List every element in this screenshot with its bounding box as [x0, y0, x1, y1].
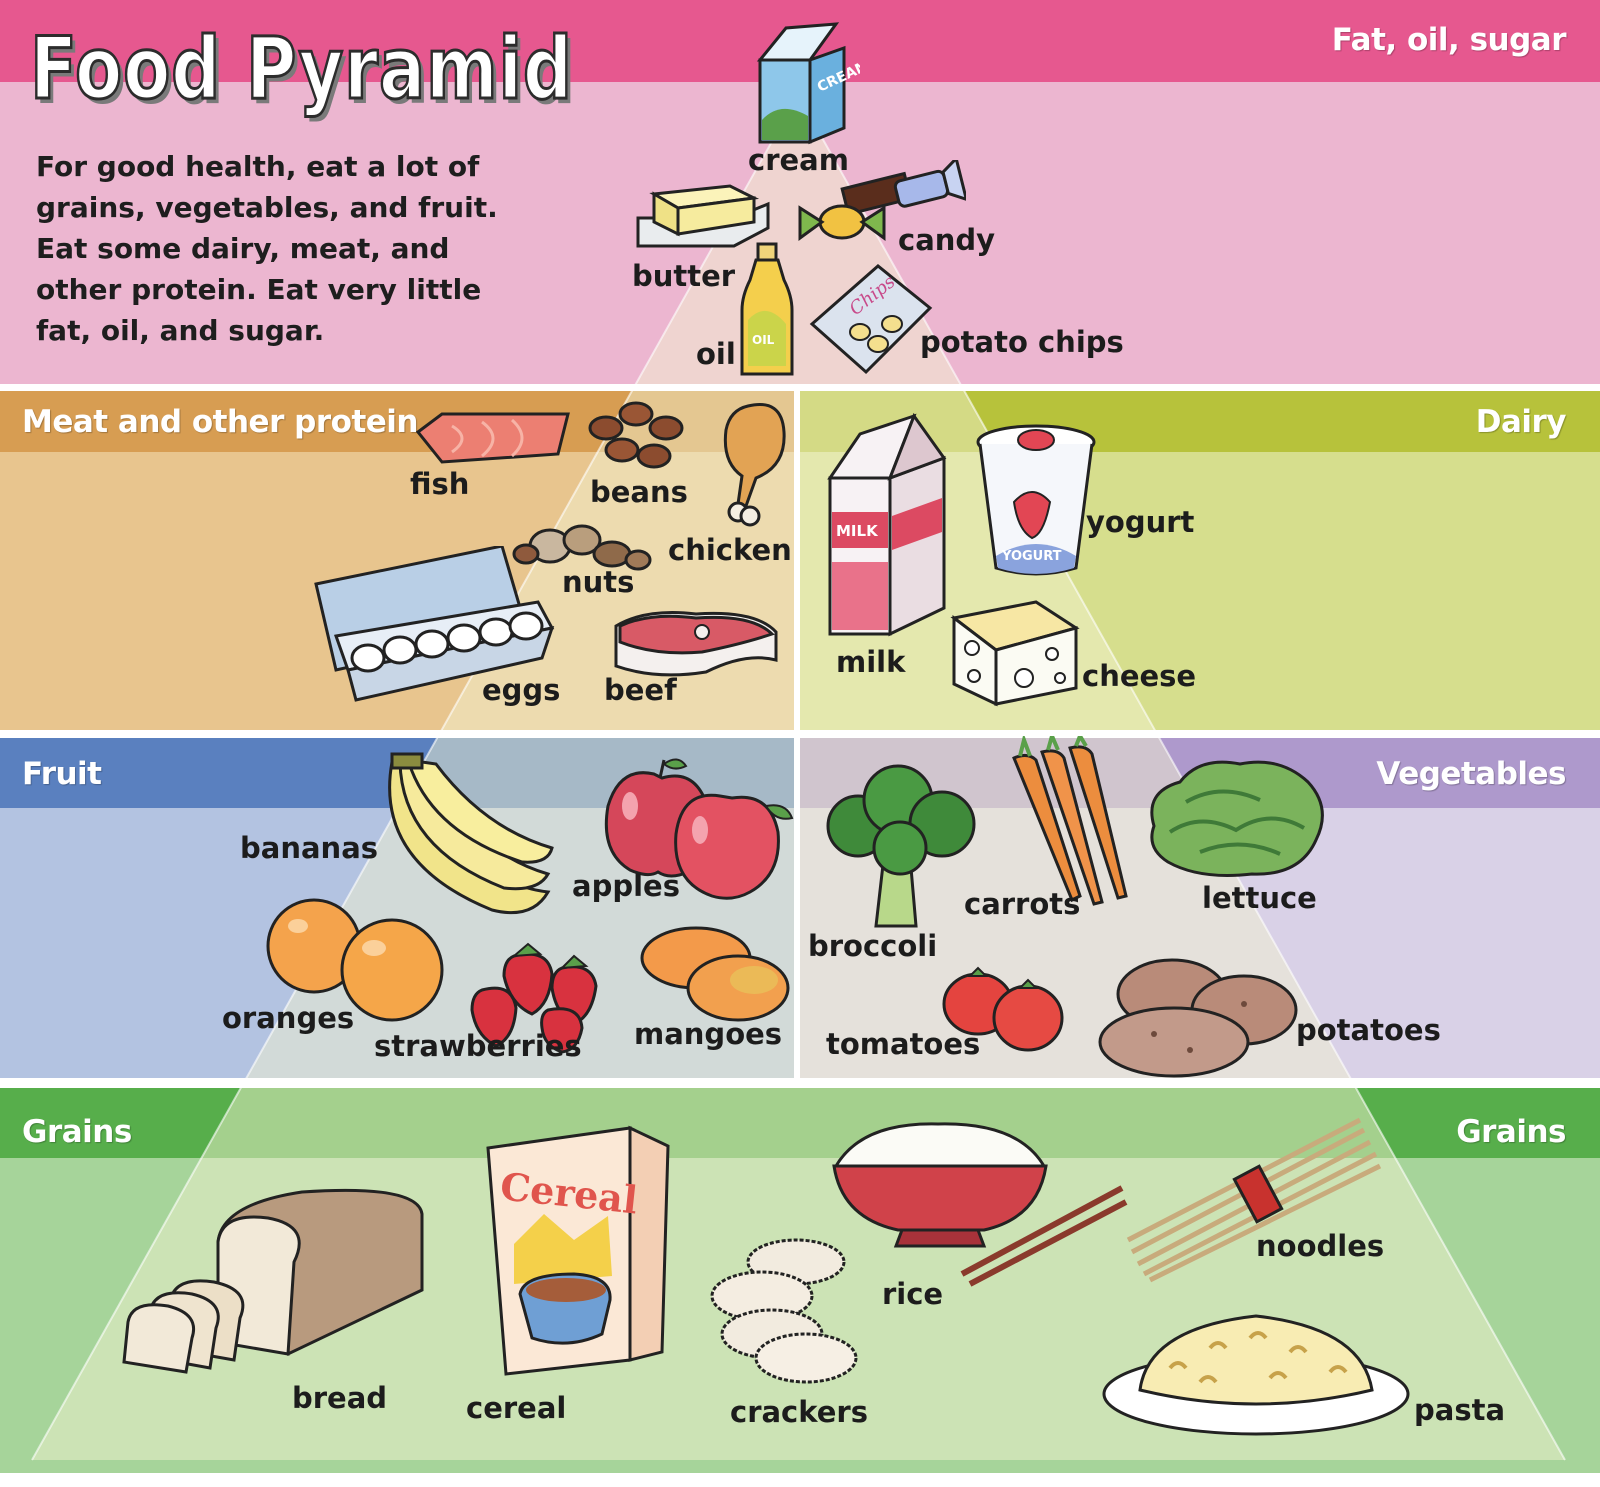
- tier-label-vegetables: Vegetables: [1376, 756, 1566, 792]
- food-label-bananas: bananas: [240, 831, 379, 865]
- butter-icon: [634, 178, 774, 252]
- yogurt-cup-text: YOGURT: [1001, 549, 1062, 564]
- crackers-icon: [706, 1234, 864, 1386]
- lettuce-icon: [1140, 752, 1332, 882]
- food-label-carrots: carrots: [964, 887, 1081, 921]
- pasta-plate-icon: [1100, 1298, 1412, 1438]
- tier-label-grains-right: Grains: [1456, 1114, 1566, 1150]
- food-label-tomatoes: tomatoes: [826, 1027, 981, 1061]
- intro-text: For good health, eat a lot of grains, ve…: [36, 150, 498, 347]
- food-label-beans: beans: [590, 475, 688, 509]
- tier-divider: [0, 384, 1600, 391]
- bananas-icon: [372, 752, 558, 920]
- eggs-carton-icon: [312, 546, 562, 704]
- food-label-cheese: cheese: [1082, 659, 1197, 693]
- milk-carton-text: MILK: [836, 522, 879, 540]
- oil-bottle-text: OIL: [752, 333, 775, 347]
- milk-carton-icon: MILK: [820, 412, 956, 638]
- food-label-fish: fish: [410, 467, 470, 501]
- tier-divider: [0, 1078, 1600, 1088]
- strawberries-icon: [470, 942, 606, 1054]
- nuts-icon: [512, 520, 652, 578]
- potatoes-icon: [1094, 954, 1304, 1078]
- food-label-cereal: cereal: [466, 1391, 567, 1425]
- food-label-crackers: crackers: [730, 1395, 868, 1429]
- potato-chips-icon: Chips: [808, 262, 934, 376]
- oranges-icon: [264, 896, 448, 1024]
- carrots-icon: [1006, 736, 1136, 916]
- tier-label-fruit: Fruit: [22, 756, 102, 792]
- food-label-lettuce: lettuce: [1202, 881, 1317, 915]
- food-label-milk: milk: [836, 645, 906, 679]
- bread-loaf-icon: [122, 1178, 428, 1374]
- tier-label-grains-left: Grains: [22, 1114, 132, 1150]
- food-label-rice: rice: [882, 1277, 944, 1311]
- oil-bottle-icon: OIL: [738, 240, 796, 380]
- tier-label-dairy: Dairy: [1475, 404, 1567, 440]
- tier-divider: [0, 730, 1600, 738]
- tier-label-fat-oil-sugar: Fat, oil, sugar: [1331, 22, 1567, 58]
- bottom-border: [0, 1473, 1600, 1487]
- tier-label-meat: Meat and other protein: [22, 404, 418, 440]
- candy-icon: [796, 160, 966, 256]
- broccoli-icon: [822, 760, 982, 932]
- food-label-butter: butter: [632, 259, 736, 293]
- column-divider: [794, 386, 800, 1078]
- cheese-icon: [948, 598, 1084, 708]
- food-label-yogurt: yogurt: [1086, 505, 1195, 539]
- cream-carton-icon: CREAM: [740, 20, 860, 146]
- food-label-nuts: nuts: [562, 565, 635, 599]
- rice-bowl-icon: [832, 1118, 1132, 1288]
- mangoes-icon: [640, 924, 790, 1024]
- food-label-candy: candy: [898, 223, 996, 257]
- fish-icon: [412, 408, 572, 466]
- food-label-chicken: chicken: [668, 533, 792, 567]
- food-label-potato-chips: potato chips: [920, 325, 1124, 359]
- food-label-eggs: eggs: [482, 673, 561, 707]
- food-label-strawberries: strawberries: [374, 1029, 582, 1063]
- food-label-noodles: noodles: [1256, 1229, 1385, 1263]
- food-label-beef: beef: [604, 673, 677, 707]
- cereal-box-icon: Cereal: [484, 1124, 674, 1378]
- food-label-cream: cream: [748, 143, 849, 177]
- food-label-bread: bread: [292, 1381, 388, 1415]
- food-label-oil: oil: [696, 337, 736, 371]
- food-label-broccoli: broccoli: [808, 929, 938, 963]
- apples-icon: [600, 756, 796, 904]
- food-label-potatoes: potatoes: [1296, 1013, 1441, 1047]
- yogurt-cup-icon: YOGURT: [972, 422, 1098, 578]
- noodles-bundle-icon: [1124, 1110, 1384, 1284]
- food-label-mangoes: mangoes: [634, 1017, 783, 1051]
- tomatoes-icon: [942, 966, 1066, 1054]
- page-title: Food Pyramid: [29, 19, 574, 119]
- beans-icon: [584, 398, 690, 478]
- food-label-apples: apples: [572, 869, 680, 903]
- chicken-leg-icon: [708, 396, 790, 534]
- food-label-oranges: oranges: [222, 1001, 355, 1035]
- food-label-pasta: pasta: [1414, 1393, 1506, 1427]
- beef-steak-icon: [606, 606, 786, 682]
